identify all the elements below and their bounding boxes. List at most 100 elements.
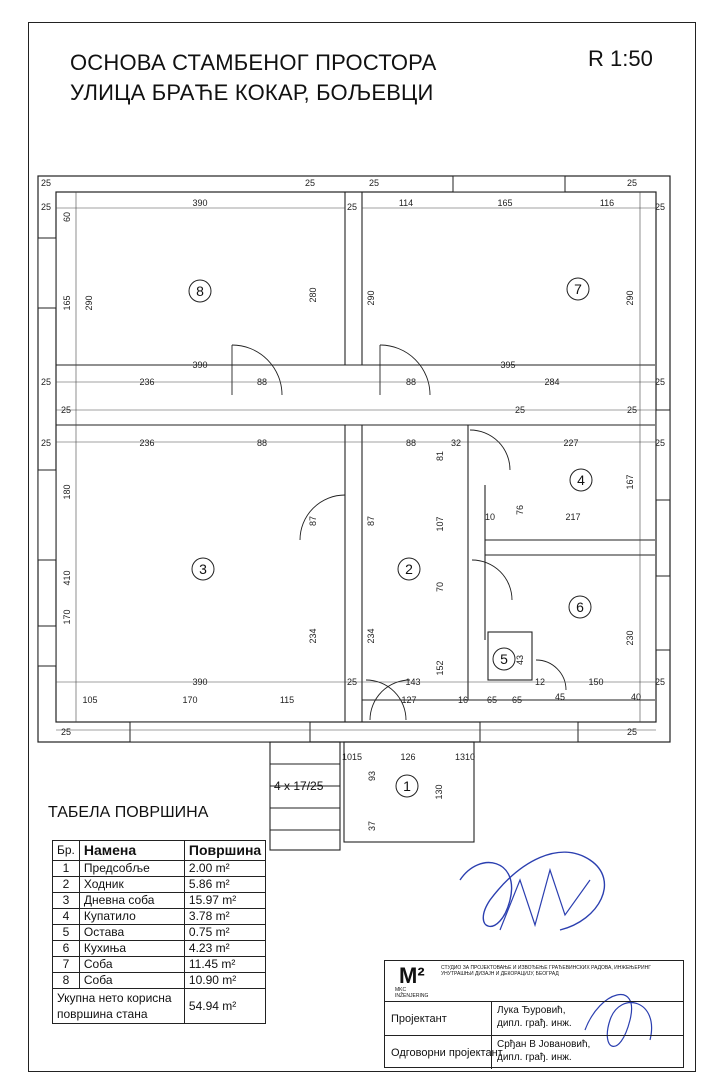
- row-no: 1: [52, 860, 80, 877]
- dim-88-a: 88: [257, 377, 267, 387]
- entrance: [269, 741, 475, 851]
- row-no: 4: [52, 908, 80, 925]
- dim-wall-25: 25: [655, 377, 665, 387]
- stairs-outline: [269, 741, 341, 851]
- total-label-line1: Укупна нето корисна: [57, 991, 172, 1005]
- col-area: Површина: [183, 840, 267, 861]
- company-description: СТУДИО ЗА ПРОЈЕКТОВАЊЕ И ИЗВОЂЕЊЕ ГРАЂЕВ…: [441, 965, 651, 977]
- row-no: 6: [52, 940, 80, 957]
- room-7-number: 7: [574, 281, 582, 297]
- dim-76: 76: [515, 505, 525, 515]
- row-no: 8: [52, 972, 80, 989]
- dim-wall-25: 25: [347, 677, 357, 687]
- dim-65: 65: [512, 695, 522, 705]
- divider: [385, 1001, 683, 1002]
- dim-170-bottom: 170: [182, 695, 197, 705]
- window-left-room3: [37, 469, 57, 561]
- dim-room7-290-left: 290: [366, 290, 376, 305]
- dim-wall-25: 25: [41, 178, 51, 188]
- dim-1015: 1015: [342, 752, 362, 762]
- col-number: Бр.: [52, 840, 80, 861]
- responsible-title: дипл. грађ. инж.: [497, 1052, 572, 1063]
- window-left-room3-b: [37, 625, 57, 667]
- dim-227: 227: [563, 438, 578, 448]
- drawing-scale: R 1:50: [588, 46, 653, 71]
- dim-32: 32: [451, 438, 461, 448]
- dim-wall-25: 25: [369, 178, 379, 188]
- col-name: Намена: [78, 840, 185, 861]
- row-name: Ходник: [78, 876, 185, 893]
- room-4-marker: [569, 468, 593, 492]
- window-top-room7: [452, 175, 566, 193]
- dim-room8-165: 165: [62, 295, 72, 310]
- drawing-sheet-border: [28, 22, 696, 1072]
- dim-81: 81: [435, 451, 445, 461]
- room-4-number: 4: [577, 472, 585, 488]
- room-6-marker: [568, 595, 592, 619]
- window-right-room6: [655, 575, 671, 651]
- dim-room7-395: 395: [500, 360, 515, 370]
- dim-room3-234: 234: [308, 628, 318, 643]
- dim-room8-60: 60: [62, 212, 72, 222]
- dim-88-b: 88: [406, 377, 416, 387]
- dim-wall-25: 25: [515, 405, 525, 415]
- designer-label: Пројектант: [391, 1013, 447, 1025]
- divider: [385, 1035, 683, 1036]
- door-swings: [231, 344, 567, 721]
- interior-walls: [56, 192, 655, 722]
- dim-236-top: 236: [139, 377, 154, 387]
- row-no: 5: [52, 924, 80, 941]
- dim-room3-410: 410: [62, 570, 72, 585]
- dim-wall-25: 25: [61, 727, 71, 737]
- dim-room7-a: 114: [399, 198, 413, 208]
- dim-40: 40: [631, 692, 641, 702]
- dim-room7-290: 290: [625, 290, 635, 305]
- outer-wall-outline: [37, 175, 671, 743]
- row-area: 10.90 m²: [183, 972, 267, 989]
- room-1-number: 1: [403, 778, 411, 794]
- dim-107: 107: [435, 516, 445, 531]
- dim-87-a: 87: [308, 516, 318, 526]
- window-right-room4: [655, 409, 671, 501]
- room-3-number: 3: [199, 561, 207, 577]
- row-area: 3.78 m²: [183, 908, 267, 925]
- row-area: 11.45 m²: [183, 956, 267, 973]
- dim-wall-25: 25: [305, 178, 315, 188]
- logo-sub: MKC INŽENJERING: [395, 987, 429, 999]
- dim-37: 37: [367, 821, 377, 831]
- divider: [491, 1001, 492, 1069]
- dim-284: 284: [544, 377, 559, 387]
- dim-152: 152: [435, 660, 445, 675]
- row-name: Дневна соба: [78, 892, 185, 909]
- dimension-lines: [56, 192, 656, 731]
- dim-room3-180: 180: [62, 484, 72, 499]
- window-bottom-room6: [479, 721, 579, 743]
- row-name: Соба: [78, 972, 185, 989]
- dim-wall-25: 25: [41, 438, 51, 448]
- area-table-header: Бр. Намена Површина: [52, 840, 267, 861]
- dim-43: 43: [515, 655, 525, 665]
- row-area: 15.97 m²: [183, 892, 267, 909]
- room-markers: [188, 277, 593, 798]
- dim-127: 127: [401, 695, 416, 705]
- title-block: M² MKC INŽENJERING СТУДИО ЗА ПРОЈЕКТОВАЊ…: [384, 960, 684, 1069]
- room-7-marker: [566, 277, 590, 301]
- dim-115: 115: [280, 695, 294, 705]
- dim-70: 70: [435, 582, 445, 592]
- window-left-room8: [37, 237, 57, 309]
- dim-45: 45: [555, 692, 565, 702]
- dim-room3-170: 170: [62, 609, 72, 624]
- dim-1310: 1310: [455, 752, 475, 762]
- responsible-label: Одговорни пројектант: [391, 1047, 503, 1059]
- room-1-marker: [395, 774, 419, 798]
- dim-corr-234: 234: [366, 628, 376, 643]
- row-no: 3: [52, 892, 80, 909]
- dim-room3-width: 390: [192, 677, 207, 687]
- dim-93: 93: [367, 771, 377, 781]
- row-area: 5.86 m²: [183, 876, 267, 893]
